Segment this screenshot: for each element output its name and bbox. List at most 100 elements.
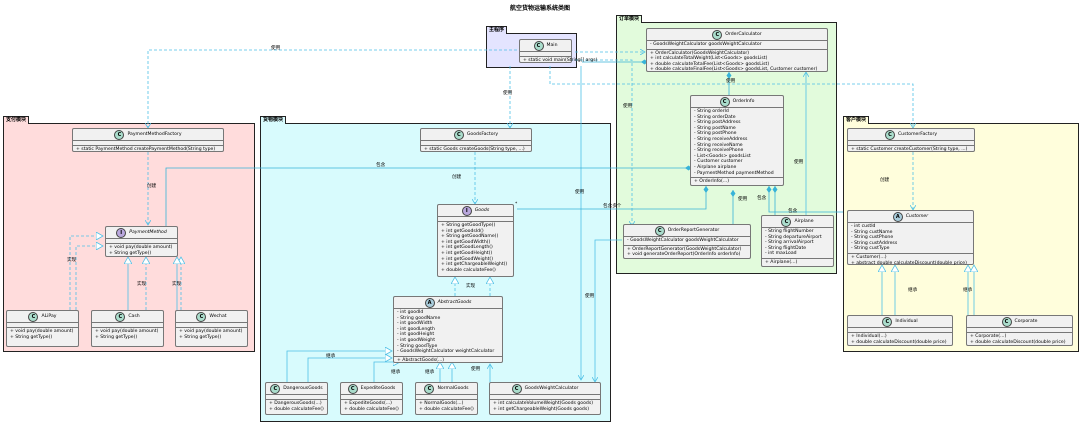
- attributes-section: [967, 328, 1072, 333]
- edge-main-orderreport: [570, 59, 632, 226]
- methods-section: + DangerousGoods(...)+ double calculateF…: [266, 400, 327, 413]
- stereotype-icon: C: [654, 225, 665, 236]
- label-multiplicity: *: [515, 202, 518, 207]
- methods-section: + OrderInfo(...): [691, 178, 783, 186]
- label-use-4: 使用: [575, 190, 585, 195]
- method: + void pay(double amount): [10, 329, 74, 334]
- stereotype-icon: C: [712, 29, 723, 40]
- attribute: - String postName: [694, 125, 736, 131]
- method: + double calculateFee(): [441, 267, 496, 273]
- method: + String getType(): [109, 250, 152, 256]
- class-name: Cash: [128, 313, 140, 319]
- class-name: ALiPay: [41, 313, 57, 319]
- label-contain-3: 包含: [788, 209, 798, 214]
- attribute: - String flightDate: [765, 245, 807, 251]
- method: + int getGoodWidth(): [441, 239, 491, 245]
- class-name: PaymentMethodFactory: [127, 131, 182, 137]
- stereotype-icon: C: [196, 311, 207, 322]
- class-name: Individual: [895, 318, 918, 324]
- methods-section: + void pay(double amount)+ String getTyp…: [106, 244, 177, 257]
- method: + static void main(String[] args): [523, 58, 598, 63]
- label-use-1: 使用: [271, 46, 281, 51]
- edge-expedite-inherit: [373, 362, 400, 382]
- attribute: - GoodsWeightCalculator goodsWeightCalcu…: [627, 238, 739, 243]
- label-inherit-5: 继承: [963, 288, 973, 293]
- attribute: - int goodHeight: [397, 332, 435, 338]
- stereotype-icon: C: [511, 383, 522, 394]
- label-create-2: 创建: [452, 175, 462, 180]
- edge-alipay-impl: [69, 236, 103, 310]
- label-inherit-1: 继承: [326, 354, 336, 359]
- class-name: CustomerFactory: [897, 131, 938, 137]
- attribute: - String departureAirport: [765, 234, 822, 240]
- edge-main-customerfactory: [549, 66, 913, 128]
- method: + int getGoodWeight(): [441, 256, 493, 262]
- label-use-3: 使用: [623, 104, 633, 109]
- method: + Corporate(...): [970, 334, 1007, 339]
- class-name: ExpediteGoods: [360, 385, 396, 391]
- label-contain-1: 包含: [376, 163, 386, 168]
- methods-section: + static PaymentMethod createPaymentMeth…: [73, 146, 223, 154]
- label-use-7: 使用: [794, 160, 804, 165]
- label-use-8: 使用: [738, 197, 748, 202]
- label-inherit-2: 继承: [391, 370, 401, 375]
- attribute: - String goodType: [397, 343, 438, 349]
- stereotype-icon: C: [533, 40, 544, 51]
- attribute: - GoodsWeightCalculator weightCalculator: [397, 349, 495, 355]
- method: + double calculateDiscount(double price): [970, 339, 1066, 345]
- edge-main-paymentfactory: [148, 49, 517, 128]
- label-use-2: 使用: [503, 91, 513, 96]
- methods-section: + static void main(String[] args): [520, 57, 598, 65]
- attribute: - PaymentMethod paymentMethod: [694, 170, 774, 176]
- attribute: - String receiveAddress: [694, 136, 748, 142]
- method: + double calculateFinalFee(List<Goods> g…: [650, 67, 818, 73]
- method: + OrderReportGenerator(GoodsWeightCalcul…: [627, 246, 742, 252]
- stereotype-icon: A: [892, 211, 903, 222]
- attributes-section: [266, 395, 327, 400]
- edge-orderinfo-payment: [165, 165, 692, 226]
- methods-section: + void pay(double amount)+ String getTyp…: [92, 328, 163, 341]
- attribute: - String receiveName: [694, 142, 743, 148]
- class-name: GoodsFactory: [466, 131, 499, 137]
- attribute: - String custPhone: [851, 235, 894, 241]
- attribute: - Customer customer: [694, 159, 743, 165]
- methods-section: + void pay(double amount)+ String getTyp…: [7, 328, 78, 341]
- label-use-6: 使用: [726, 79, 736, 84]
- class-name: NormalGoods: [437, 385, 469, 391]
- methods-section: + Individual(...)+ double calculateDisco…: [848, 333, 952, 346]
- methods-section: + String getGoodType()+ int getGoodsId()…: [438, 222, 513, 274]
- attributes-section: - int goodId- String goodName- int goodW…: [394, 309, 502, 357]
- method: + String getGoodName(): [441, 234, 499, 240]
- method: + String getType(): [10, 334, 53, 340]
- edge-orderinfo-goods: [517, 186, 709, 210]
- attribute: - String arrivalAirport: [765, 240, 814, 246]
- methods-section: + OrderReportGenerator(GoodsWeightCalcul…: [624, 246, 750, 259]
- attribute: - String postAddress: [694, 120, 741, 126]
- attributes-section: - GoodsWeightCalculator goodsWeightCalcu…: [647, 41, 827, 50]
- label-contain-2: 包含: [757, 196, 767, 201]
